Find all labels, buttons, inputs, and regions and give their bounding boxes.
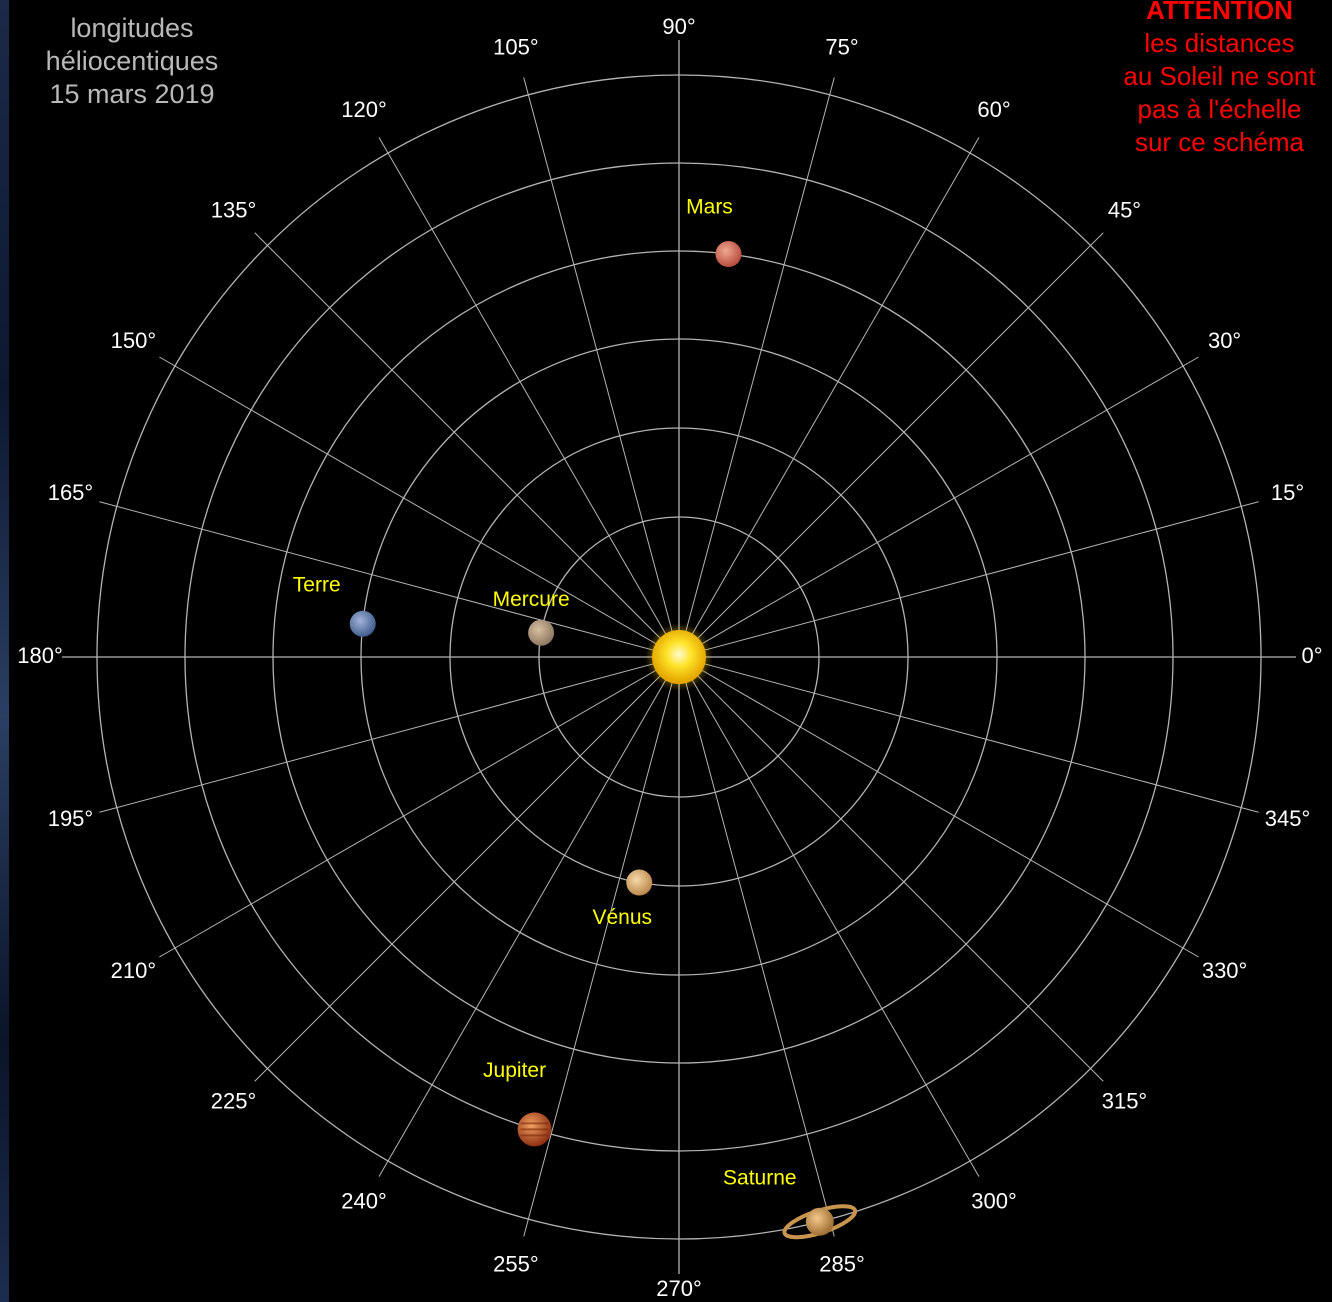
starfield-strip (0, 0, 9, 1302)
longitude-label-240: 240° (341, 1188, 387, 1213)
planet-label: Jupiter (483, 1059, 546, 1082)
longitude-label-345: 345° (1265, 806, 1311, 831)
spoke-240 (378, 675, 669, 1177)
spoke-315 (694, 672, 1104, 1082)
earth-icon (349, 610, 376, 637)
longitude-label-165: 165° (48, 480, 94, 505)
longitude-label-330: 330° (1202, 958, 1248, 983)
spoke-15 (700, 501, 1259, 652)
spoke-75 (684, 77, 835, 636)
planet-label: Terre (293, 573, 341, 596)
planet-3: Mars (686, 196, 742, 268)
mars-icon (715, 241, 742, 268)
spoke-45 (694, 232, 1104, 642)
spoke-165 (99, 501, 658, 652)
longitude-label-270: 270° (656, 1276, 702, 1301)
mercury-icon (528, 619, 555, 646)
spoke-120 (378, 137, 669, 639)
title-line-2: héliocentiques (45, 46, 219, 76)
warning-line-1: les distances (1144, 28, 1295, 58)
warning-line-2: au Soleil ne sont (1123, 61, 1316, 91)
spoke-60 (689, 137, 980, 639)
planet-label: Vénus (592, 906, 652, 929)
spoke-150 (159, 356, 661, 647)
planet-4: Jupiter (483, 1059, 552, 1147)
spoke-285 (684, 678, 835, 1237)
planet-label: Mars (686, 196, 733, 219)
longitude-label-195: 195° (48, 806, 94, 831)
longitude-label-135: 135° (211, 197, 257, 222)
spoke-210 (159, 667, 661, 958)
sun-icon (652, 630, 706, 684)
sun (645, 623, 713, 691)
spoke-255 (523, 678, 674, 1237)
spoke-345 (700, 662, 1259, 813)
longitude-label-315: 315° (1102, 1088, 1148, 1113)
longitude-label-210: 210° (111, 958, 157, 983)
longitude-label-150: 150° (111, 328, 157, 353)
scale-warning: ATTENTION les distances au Soleil ne son… (1107, 0, 1332, 159)
longitude-labels: 0° 15° 30° 45° 60° 75° 90° 105° 120° 135° 150° 165°… (17, 14, 1322, 1301)
longitude-label-90: 90° (662, 14, 695, 39)
longitude-label-225: 225° (211, 1088, 257, 1113)
warning-line-4: sur ce schéma (1134, 127, 1305, 157)
planet-label: Saturne (723, 1166, 797, 1189)
title-line-1: longitudes (70, 13, 194, 43)
longitude-label-300: 300° (971, 1188, 1017, 1213)
longitude-label-105: 105° (493, 34, 539, 59)
planet-5: Saturne (723, 1166, 858, 1240)
venus-icon (626, 869, 653, 896)
longitude-label-255: 255° (493, 1251, 539, 1276)
longitude-label-15: 15° (1271, 480, 1304, 505)
spoke-300 (689, 675, 980, 1177)
warning-title: ATTENTION (1146, 0, 1293, 25)
longitude-label-120: 120° (341, 97, 387, 122)
longitude-label-0: 0° (1301, 643, 1322, 668)
planet-0: Mercure (493, 588, 570, 646)
spoke-105 (523, 77, 674, 636)
title-date: 15 mars 2019 (49, 79, 215, 109)
longitude-label-285: 285° (819, 1251, 865, 1276)
spoke-330 (697, 667, 1199, 958)
spoke-135 (254, 232, 664, 642)
saturn-icon (805, 1207, 834, 1236)
planet-label: Mercure (493, 588, 570, 611)
longitude-label-45: 45° (1108, 197, 1141, 222)
longitude-label-180: 180° (17, 643, 63, 668)
longitude-spokes (62, 40, 1296, 1274)
spoke-195 (99, 662, 658, 813)
longitude-label-75: 75° (825, 34, 858, 59)
spoke-225 (254, 672, 664, 1082)
planet-1: Vénus (592, 869, 653, 929)
diagram-title: longitudes héliocentiques 15 mars 2019 (22, 12, 242, 111)
longitude-label-60: 60° (977, 97, 1010, 122)
planet-2: Terre (293, 573, 376, 637)
spoke-30 (697, 356, 1199, 647)
longitude-label-30: 30° (1208, 328, 1241, 353)
warning-line-3: pas à l'échelle (1137, 94, 1302, 124)
